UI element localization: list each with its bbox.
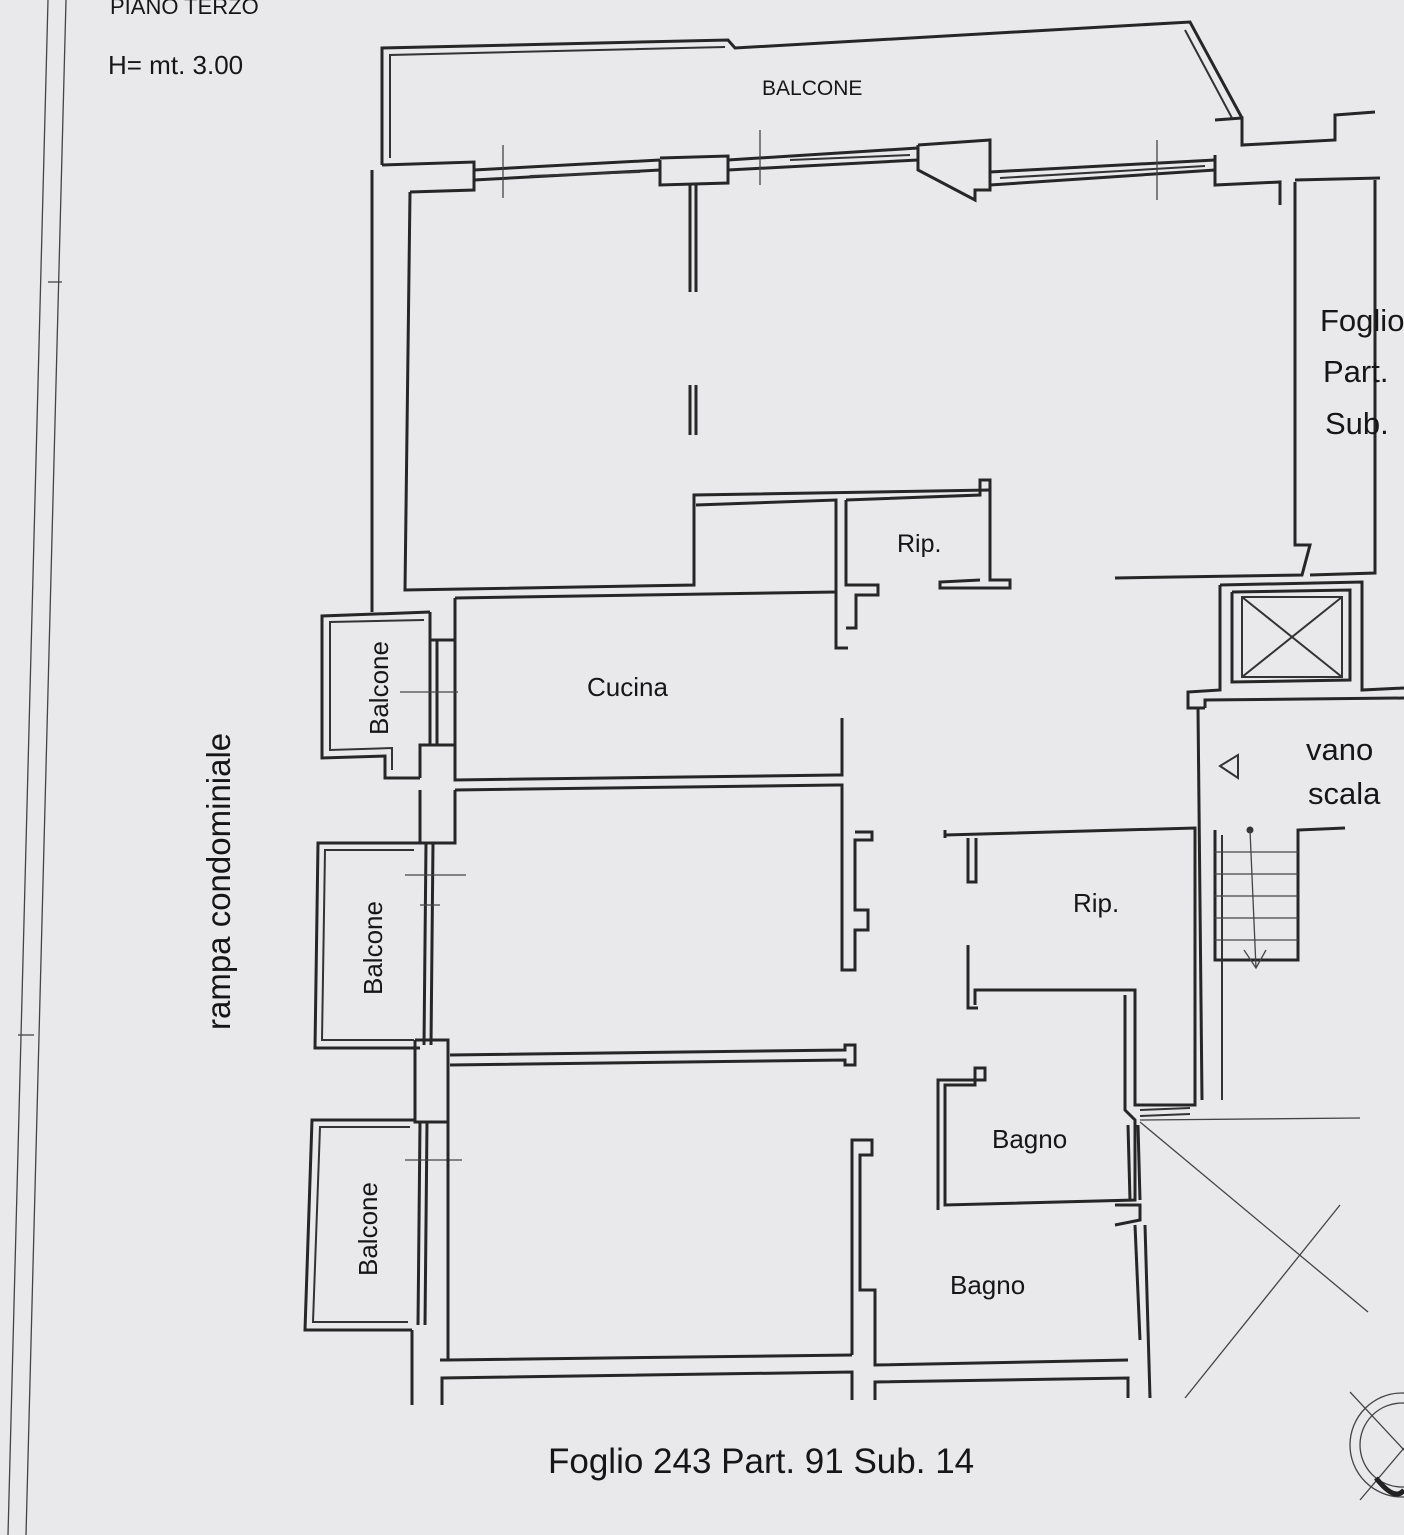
- stair-core-walls: [1114, 180, 1404, 1121]
- room-label-rip-upper: Rip.: [897, 530, 942, 558]
- adjacent-foglio-label: Foglio: [1320, 303, 1404, 338]
- room-label-balcone-top: BALCONE: [762, 77, 863, 100]
- stair-direction-arrow-icon: [1243, 826, 1267, 970]
- floor-title: PIANO TERZO: [110, 0, 259, 19]
- room-label-balcone-2: Balcone: [358, 901, 388, 995]
- entrance-arrow-icon: [1218, 753, 1239, 780]
- adjacent-part-label: Part.: [1323, 354, 1389, 389]
- adjacent-sub-label: Sub.: [1325, 406, 1389, 441]
- void-hatch: [1139, 1121, 1369, 1399]
- top-balcony-outline: [380, 20, 1244, 165]
- room-label-bagno-2: Bagno: [950, 1270, 1026, 1300]
- stairs: [1215, 851, 1298, 941]
- kitchen-walls: [453, 590, 874, 972]
- balcony-1-walls: [320, 610, 458, 780]
- room-label-balcone-3: Balcone: [353, 1182, 383, 1276]
- stair-label-scala: scala: [1308, 776, 1381, 811]
- north-compass-icon: [1349, 1391, 1404, 1501]
- ceiling-height: H= mt. 3.00: [108, 50, 244, 80]
- bedroom-walls: [410, 1043, 1130, 1405]
- bathroom-walls: [936, 995, 1191, 1399]
- cadastral-reference: Foglio 243 Part. 91 Sub. 14: [548, 1442, 975, 1481]
- page-border: [7, 0, 67, 1535]
- lower-storage-walls: [943, 826, 1197, 1107]
- room-label-balcone-1: Balcone: [364, 641, 394, 735]
- balcony-2-walls: [313, 790, 466, 1050]
- upper-storage-walls: [844, 478, 1012, 630]
- room-label-cucina: Cucina: [587, 672, 668, 702]
- rampa-condominiale-label: rampa condominiale: [200, 732, 237, 1030]
- living-room-walls: [370, 170, 991, 650]
- lift-shaft-icon: [1241, 596, 1343, 678]
- room-label-bagno-1: Bagno: [992, 1124, 1068, 1154]
- stair-label-vano: vano: [1306, 732, 1374, 767]
- top-facade: [381, 110, 1381, 205]
- room-label-rip-lower: Rip.: [1073, 888, 1120, 918]
